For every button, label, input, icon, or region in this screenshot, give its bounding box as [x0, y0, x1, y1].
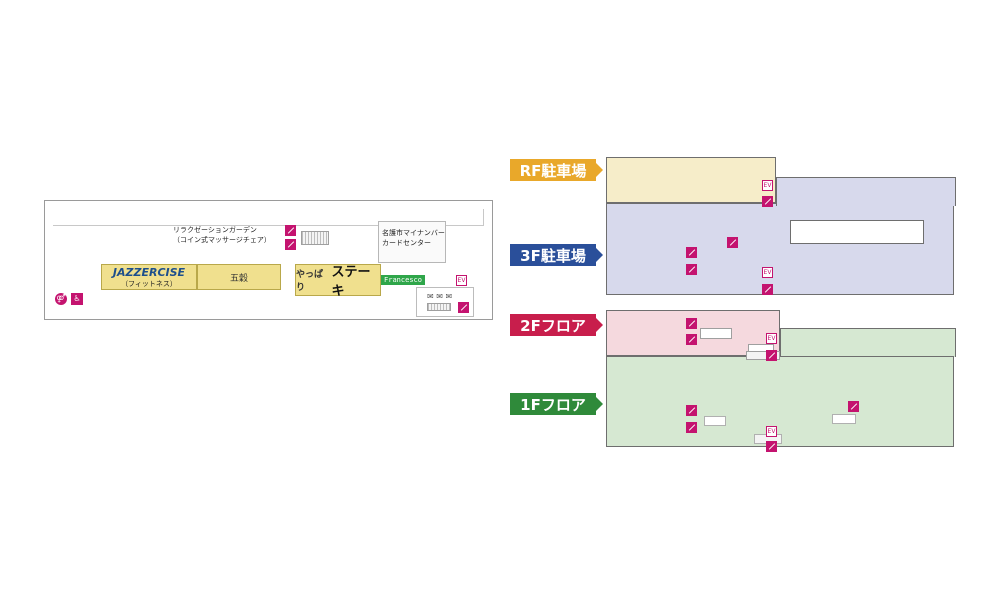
escalator-icon [762, 196, 773, 207]
tenant-gokoku[interactable]: 五穀 [197, 264, 281, 290]
tenant-steak[interactable]: やっぱり ステーキ [295, 264, 381, 299]
jazzercise-logo: JAZZERCISE [112, 265, 186, 279]
jazzercise-sub: （フィットネス） [121, 279, 177, 288]
floor-label-1f-text: 1Fフロア [520, 395, 586, 414]
floor-block-rf[interactable] [606, 157, 776, 203]
elevator-icon: EV [762, 267, 773, 278]
tenant-francesco[interactable]: Francesco [381, 275, 425, 285]
stairs-icon [686, 318, 697, 329]
mailbox-icons: ✉ ✉ ✉ [427, 292, 453, 301]
stairs-icon [686, 247, 697, 258]
escalator-icon [766, 441, 777, 452]
steak-sub: やっぱり [296, 270, 324, 293]
atrium-void [790, 220, 924, 244]
floor-detail-map: リラクゼーションガーデン （コイン式マッサージチェア） 名護市マイナンバー カー… [44, 200, 493, 320]
massage-chairs[interactable] [301, 231, 329, 245]
francesco-label: Francesco [384, 276, 422, 284]
floor-label-3f-text: 3F駐車場 [520, 246, 586, 265]
escalator-icon [285, 239, 296, 250]
mynumber-card-center[interactable]: 名護市マイナンバー カードセンター [378, 221, 446, 263]
steak-label: ステーキ [331, 265, 371, 299]
1f-counter-2 [832, 414, 856, 424]
2f-counter [700, 328, 732, 339]
floor-label-1f[interactable]: 1Fフロア [510, 393, 603, 415]
mynumber-line-1: 名護市マイナンバー [382, 229, 445, 237]
escalator-icon [458, 302, 469, 313]
tenant-jazzercise[interactable]: JAZZERCISE （フィットネス） [101, 264, 197, 290]
elevator-icon: EV [766, 333, 777, 344]
floor-label-3f[interactable]: 3F駐車場 [510, 244, 603, 266]
1f-counter [704, 416, 726, 426]
relax-line-2: （コイン式マッサージチェア） [173, 236, 271, 244]
stairs-icon [686, 405, 697, 416]
floor-label-rf-text: RF駐車場 [519, 161, 587, 180]
escalator-icon [727, 237, 738, 248]
mynumber-line-2: カードセンター [382, 239, 431, 247]
stairs-icon [285, 225, 296, 236]
escalator-icon [686, 264, 697, 275]
escalator-icon [762, 284, 773, 295]
restroom-icon: ⚤ [55, 293, 67, 305]
lockers [427, 303, 451, 311]
relax-line-1: リラクゼーションガーデン [173, 226, 257, 234]
floor-block-3f-upper [776, 177, 956, 206]
elevator-icon: EV [766, 426, 777, 437]
escalator-icon [686, 334, 697, 345]
elevator-icon: EV [456, 275, 467, 286]
2f-shelf [746, 351, 780, 360]
elevator-icon: EV [762, 180, 773, 191]
floor-block-1f[interactable] [606, 356, 954, 447]
corridor [53, 209, 484, 226]
floor-block-1f-upper [780, 328, 956, 357]
floor-label-rf[interactable]: RF駐車場 [510, 159, 603, 181]
floor-label-2f-text: 2Fフロア [520, 316, 586, 335]
escalator-icon [686, 422, 697, 433]
gokoku-label: 五穀 [229, 273, 248, 284]
floor-block-3f[interactable] [606, 203, 954, 295]
stairs-icon [848, 401, 859, 412]
floor-label-2f[interactable]: 2Fフロア [510, 314, 603, 336]
escalator-icon [766, 350, 777, 361]
relax-garden-label: リラクゼーションガーデン （コイン式マッサージチェア） [173, 225, 271, 245]
wheelchair-icon: ♿ [71, 293, 83, 305]
